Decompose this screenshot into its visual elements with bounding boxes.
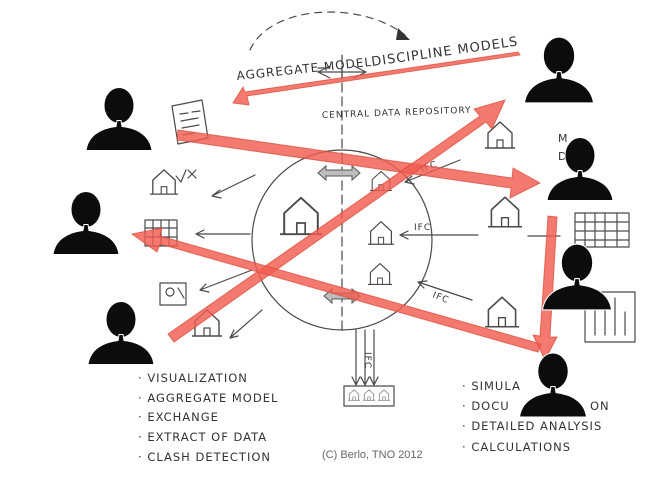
list-item: · CALCULATIONS	[462, 440, 571, 454]
red-arrow	[130, 227, 542, 353]
label-partial-top-right: M	[558, 132, 569, 145]
list-item: · VISUALIZATION	[138, 371, 248, 385]
list-item: · EXTRACT OF DATA	[138, 430, 267, 444]
label-ifc-4: IFC	[362, 352, 372, 369]
house-icon	[368, 221, 394, 245]
person-icon	[546, 136, 614, 202]
repository-box	[343, 385, 395, 407]
label-central-data-repository: CENTRAL DATA REPOSITORY	[322, 106, 472, 121]
check-icon	[175, 169, 197, 183]
red-arrow	[532, 215, 558, 362]
person-icon	[523, 36, 595, 104]
double-arrow-circle-1	[317, 164, 361, 182]
red-arrows	[130, 51, 558, 362]
person-icon	[85, 86, 153, 152]
house-icon	[488, 196, 522, 228]
bottom-arrows	[351, 329, 379, 386]
list-item-tail: ON	[590, 399, 610, 413]
person-icon	[52, 190, 120, 256]
label-ifc-2: IFC	[414, 223, 431, 233]
person-icon	[518, 352, 588, 418]
credit-text: (C) Berlo, TNO 2012	[322, 449, 423, 461]
person-icon	[87, 300, 155, 366]
list-item: · CLASH DETECTION	[138, 450, 271, 464]
red-arrow	[232, 51, 521, 106]
list-item: · AGGREGATE MODEL	[138, 391, 278, 405]
house-icon	[363, 389, 375, 401]
list-item: · DOCU	[462, 399, 510, 413]
gear-icon	[159, 282, 187, 306]
label-partial-top-right-2: D	[558, 150, 567, 163]
house-icon	[368, 263, 392, 285]
central-repository-circle	[251, 149, 433, 331]
chart-icon	[584, 291, 636, 343]
red-arrow	[176, 129, 542, 199]
house-icon	[485, 296, 519, 328]
top-dashed-arrow	[249, 11, 406, 51]
right-list: · SIMULA · DOCU ON · DETAILED ANALYSIS ·…	[462, 379, 610, 454]
red-arrow	[167, 99, 506, 343]
top-dashed-arrowhead	[396, 28, 410, 40]
house-icon	[280, 196, 322, 236]
house-icon	[378, 389, 390, 401]
list-item: · SIMULA	[462, 379, 521, 393]
grid-icon	[574, 212, 630, 248]
double-arrow-top	[317, 65, 367, 79]
list-item: · DETAILED ANALYSIS	[462, 419, 602, 433]
label-ifc-3: IFC	[431, 291, 451, 307]
list-item: · EXCHANGE	[138, 410, 219, 424]
house-icon	[348, 389, 360, 401]
house-icon	[150, 169, 178, 195]
left-list: · VISUALIZATION · AGGREGATE MODEL · EXCH…	[138, 371, 278, 464]
left-arrows	[195, 174, 263, 339]
